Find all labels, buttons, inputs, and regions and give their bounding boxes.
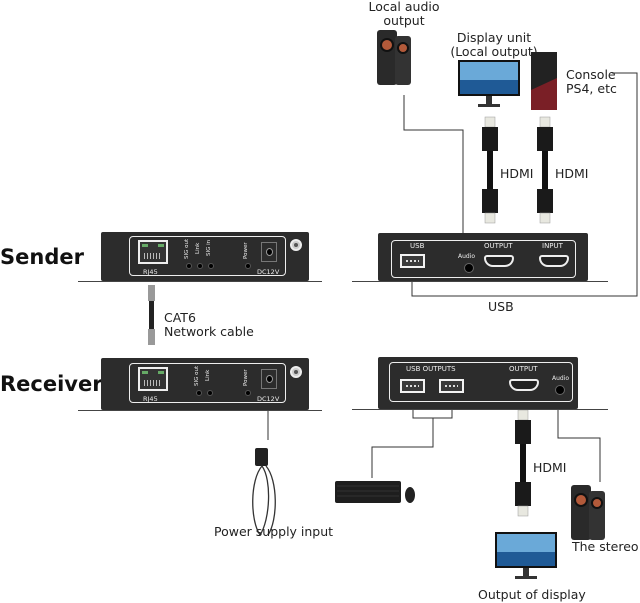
led-label-power: Power	[243, 242, 249, 259]
led-sig-out	[186, 263, 192, 269]
sender-front-panel	[129, 236, 286, 276]
usb-link-label: USB	[488, 299, 514, 314]
ground-screw-icon	[290, 366, 302, 378]
hdmi-label-3: HDMI	[533, 460, 567, 475]
hdmi-label-2: HDMI	[555, 166, 589, 181]
sender-unit-front: RJ45 SIG out Link SIG in Power DC12V	[101, 232, 309, 281]
hdmi-cable-2	[537, 116, 553, 224]
local-audio-label: Local audio output	[368, 0, 440, 28]
led-label-link: Link	[195, 242, 201, 254]
led-label-power: Power	[243, 369, 249, 386]
led-label-sig-out: SIG out	[184, 238, 190, 259]
speakers-local	[377, 30, 411, 85]
monitor-output	[495, 532, 557, 579]
audio-label: Audio	[458, 253, 476, 260]
hdmi-label-1: HDMI	[500, 166, 534, 181]
hdmi-cable-3	[515, 409, 531, 517]
rj45-port	[138, 240, 168, 264]
receiver-unit-back: USB OUTPUTS OUTPUT Audio	[378, 357, 578, 409]
hdmi-output-port	[509, 379, 539, 391]
hdmi-output-port	[484, 255, 514, 267]
console-label: Console PS4, etc	[566, 67, 617, 96]
dc-jack	[261, 369, 277, 389]
shelf-receiver	[78, 410, 322, 411]
receiver-front-panel	[129, 363, 286, 403]
pc-console	[531, 52, 557, 110]
speakers-stereo	[571, 485, 605, 540]
keyboard-mouse	[335, 481, 415, 503]
usb-outputs-label: USB OUTPUTS	[406, 365, 456, 373]
rj45-port	[138, 367, 168, 391]
monitor-local	[458, 60, 520, 107]
cat6-label: CAT6 Network cable	[164, 310, 254, 339]
display-unit-label: Display unit (Local output)	[450, 30, 538, 59]
shelf-receiver-panel	[352, 409, 608, 410]
usb-port-1	[400, 379, 425, 393]
power-supply-label: Power supply input	[214, 524, 334, 539]
audio-label: Audio	[552, 375, 570, 382]
shelf-sender-panel	[352, 281, 608, 282]
led-sig-in	[208, 263, 214, 269]
led-link	[197, 263, 203, 269]
receiver-unit-front: RJ45 SIG out Link Power DC12V	[101, 358, 309, 410]
receiver-back-panel	[389, 362, 573, 402]
hdmi-input-port	[539, 255, 569, 267]
led-label-sig-in: SIG in	[206, 239, 212, 256]
hdmi-cable-1	[482, 116, 498, 224]
rj45-label: RJ45	[143, 268, 158, 276]
led-label-link: Link	[205, 369, 211, 381]
usb-port-2	[439, 379, 464, 393]
hdmi-output-label: OUTPUT	[484, 242, 513, 250]
usb-label: USB	[410, 242, 425, 250]
ground-screw-icon	[290, 239, 302, 251]
hdmi-input-label: INPUT	[542, 242, 563, 250]
output-display-label: Output of display	[478, 587, 586, 602]
dc-label: DC12V	[257, 395, 280, 403]
hdmi-output-label: OUTPUT	[509, 365, 538, 373]
led-link	[207, 390, 213, 396]
audio-line-receiver	[557, 395, 601, 482]
dc-label: DC12V	[257, 268, 280, 276]
usb-line-receiver-b	[371, 418, 434, 478]
audio-line-sender	[403, 95, 464, 250]
led-label-sig-out: SIG out	[194, 365, 200, 386]
audio-jack	[555, 385, 565, 395]
led-power	[245, 390, 251, 396]
dc-jack	[261, 242, 277, 262]
receiver-label: Receiver	[0, 372, 103, 396]
rj45-label: RJ45	[143, 395, 158, 403]
sender-unit-back: USB Audio OUTPUT INPUT	[378, 233, 588, 281]
sender-label: Sender	[0, 245, 84, 269]
usb-port	[400, 254, 425, 268]
audio-jack	[464, 263, 474, 273]
sender-back-panel	[391, 240, 576, 278]
cat6-cable	[148, 285, 155, 345]
usb-line-sender	[411, 72, 638, 297]
led-sig-out	[196, 390, 202, 396]
shelf-sender	[78, 281, 322, 282]
stereo-label: The stereo	[572, 539, 639, 554]
power-adapter	[252, 448, 276, 537]
led-power	[245, 263, 251, 269]
